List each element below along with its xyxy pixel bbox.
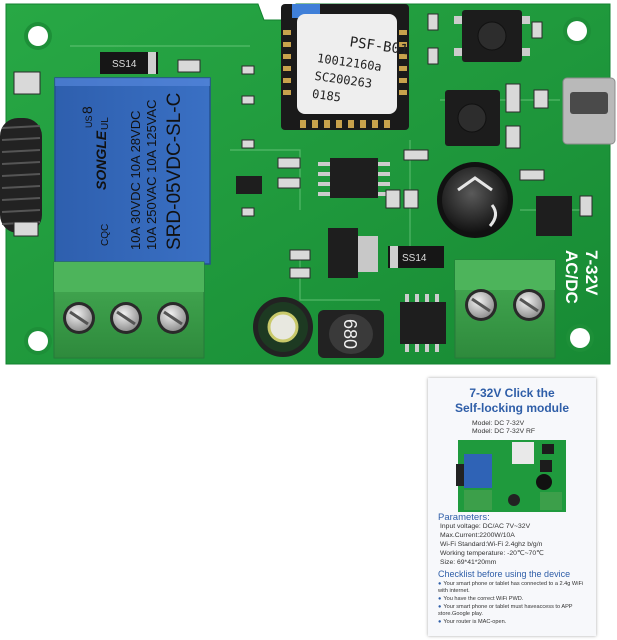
relay-us: US (84, 115, 94, 128)
card-params-title: Parameters: (438, 512, 490, 523)
relay-model: SRD-05VDC-SL-C (164, 93, 185, 250)
card-param-1: Input voltage: DC/AC 7V~32V (440, 523, 531, 530)
card-product-photo (456, 440, 566, 512)
voltage-label-2: 7-32V (582, 250, 601, 296)
card-heading: 7-32V Click the Self-locking module (428, 386, 596, 416)
voltage-label-1: AC/DC (562, 250, 581, 304)
micro-usb-port (562, 77, 616, 145)
diode-label-2: SS14 (402, 253, 427, 264)
instruction-card: 7-32V Click the Self-locking module Mode… (428, 378, 596, 636)
card-check-item-1: ●Your smart phone or tablet has connecte… (438, 581, 584, 594)
card-param-4: Working temperature: -20℃~70℃ (440, 550, 544, 557)
card-checklist-title: Checklist before using the device (438, 569, 571, 579)
card-check-item-4: ●Your router is MAC-open. (438, 619, 507, 625)
wifi-module: PSF-B01 10012160a SC200263 0185 (281, 4, 409, 130)
card-check-item-3: ●Your smart phone or tablet must haveacc… (438, 604, 573, 617)
card-param-2: Max.Current:2200W/10A (440, 532, 515, 539)
relay-brand: SONGLE (93, 130, 109, 190)
antenna-coil (0, 118, 42, 233)
card-check-text-4: Your router is MAC-open. (443, 619, 507, 625)
relay: SRD-05VDC-SL-C 10A 250VAC 10A 125VAC 10A… (54, 77, 211, 265)
capacitor-large (437, 162, 513, 238)
inductor-label: 680 (340, 319, 360, 349)
card-model-1: Model: DC 7-32V (472, 420, 525, 427)
ic-chips (236, 158, 572, 352)
card-heading-line-1: 7-32V Click the (469, 386, 555, 400)
terminal-block-left (53, 261, 205, 359)
smd-components (13, 13, 593, 279)
card-check-text-1: Your smart phone or tablet has connected… (438, 581, 584, 594)
diode-top: SS14 (100, 52, 158, 74)
inductor: 680 (318, 310, 384, 358)
push-button-top (454, 10, 530, 62)
card-check-text-3: Your smart phone or tablet must haveacce… (438, 604, 573, 617)
card-check-text-2: You have the correct WiFi PWD. (443, 596, 524, 602)
mounting-holes (24, 17, 594, 355)
terminal-block-right (454, 259, 556, 359)
card-check-item-2: ●You have the correct WiFi PWD. (438, 596, 524, 602)
relay-rating-1: 10A 250VAC 10A 125VAC (144, 99, 159, 250)
card-param-5: Size: 69*41*20mm (440, 559, 497, 566)
relay-rating-2: 10A 30VDC 10A 28VDC (128, 111, 143, 250)
relay-number: 8 (79, 106, 95, 114)
capacitor-small (253, 297, 313, 357)
module-label-4: 0185 (311, 87, 342, 105)
card-model-2: Model: DC 7-32V RF (472, 428, 536, 435)
diode-label-1: SS14 (112, 59, 137, 70)
relay-cert-cqc: CQC (100, 224, 111, 246)
card-param-3: Wi-Fi Standard:Wi-Fi 2.4ghz b/g/n (440, 541, 543, 548)
diode-middle: SS14 (388, 246, 444, 268)
relay-cert-ul: UL (100, 117, 111, 130)
card-heading-line-2: Self-locking module (454, 401, 569, 415)
push-button-bottom (445, 90, 500, 146)
